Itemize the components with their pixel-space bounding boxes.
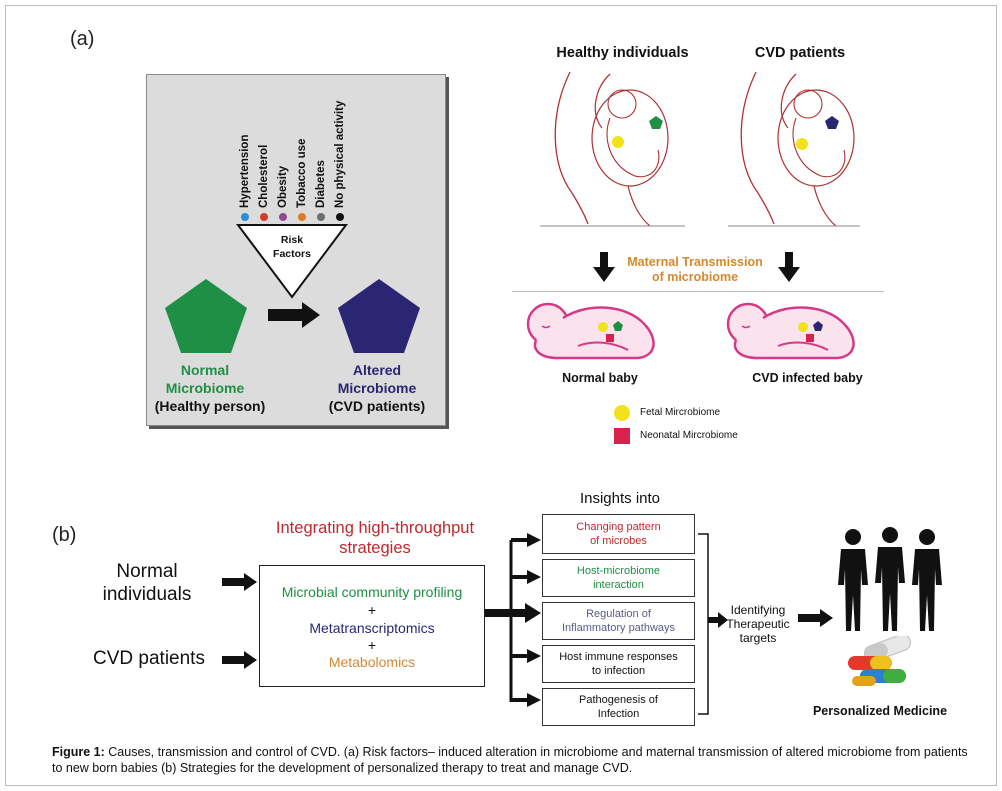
risk-dot-tobacco	[298, 213, 306, 221]
cvd-baby-neonatal-square	[806, 334, 814, 342]
risk-label-hypertension: Hypertension	[239, 134, 251, 209]
panel-a-label: (a)	[70, 28, 95, 50]
integrating-title-line2: strategies	[339, 539, 411, 557]
maternal-transmission-line2: of microbiome	[651, 270, 739, 284]
legend-neonatal-marker	[614, 428, 630, 444]
arrow-cvd-to-strategies	[222, 651, 257, 669]
normal-individuals-line2: individuals	[102, 584, 192, 605]
altered-microbiome-line1: Altered	[352, 362, 402, 378]
risk-dot-hypertension	[241, 213, 249, 221]
legend-fetal-marker	[614, 405, 630, 421]
strategy-metatranscriptomics: Metatranscriptomics	[309, 620, 435, 636]
normal-microbiome-line2: Microbiome	[165, 380, 245, 396]
cvd-patients-label: CVD patients	[93, 648, 205, 669]
insight-box-host-microbiome: Host-microbiome interaction	[542, 559, 695, 597]
normal-baby-label: Normal baby	[562, 371, 638, 385]
normal-microbiome-pentagon	[165, 279, 247, 353]
pregnant-cvd-illustration	[728, 71, 860, 227]
arrow-normal-to-strategies	[222, 573, 257, 591]
altered-microbiome-pentagon	[338, 279, 420, 353]
risk-label-no-activity: No physical activity	[334, 100, 346, 208]
legend-fetal-label: Fetal Mircrobiome	[640, 407, 721, 418]
normal-microbiome-line1: Normal	[180, 362, 230, 378]
normal-baby-illustration	[526, 302, 655, 360]
normal-microbiome-line3: (Healthy person)	[154, 398, 266, 414]
identifying-line1: Identifying	[730, 603, 786, 617]
risk-triangle-line2: Factors	[273, 248, 311, 260]
personalized-medicine-label: Personalized Medicine	[812, 704, 948, 718]
strategy-plus-2: +	[367, 637, 377, 653]
cvd-patients-title: CVD patients	[754, 45, 846, 61]
panel-b-label: (b)	[52, 524, 77, 546]
risk-dot-obesity	[279, 213, 287, 221]
insight-4-line1: Host immune responses	[559, 651, 678, 663]
normal-baby-fetal-dot	[598, 322, 608, 332]
insight-3-line2: Inflammatory pathways	[561, 622, 676, 634]
cvd-baby-pentagon	[813, 321, 823, 331]
figure-caption-label: Figure 1:	[52, 745, 105, 759]
strategy-plus-1: +	[367, 602, 377, 618]
identifying-line2: Therapeutic	[726, 617, 790, 631]
healthy-individuals-title: Healthy individuals	[556, 45, 689, 61]
insight-box-pathogenesis: Pathogenesis of Infection	[542, 688, 695, 726]
healthy-microbiome-pentagon-small	[649, 116, 663, 129]
risk-triangle-line1: Risk	[280, 234, 304, 246]
insight-box-inflammatory: Regulation of Inflammatory pathways	[542, 602, 695, 640]
insight-2-line1: Host-microbiome	[576, 565, 661, 577]
down-arrow-right	[778, 252, 800, 282]
arrow-to-personalized	[798, 609, 833, 627]
cvd-baby-illustration	[726, 302, 855, 360]
altered-microbiome-line2: Microbiome	[337, 380, 417, 396]
insight-box-immune: Host immune responses to infection	[542, 645, 695, 683]
insight-1-line1: Changing pattern	[576, 521, 661, 533]
risk-dot-diabetes	[317, 213, 325, 221]
maternal-transmission-line1: Maternal Transmission	[627, 255, 763, 269]
cvd-baby-fetal-dot	[798, 322, 808, 332]
insights-bracket	[698, 533, 728, 715]
insight-2-line2: interaction	[593, 579, 644, 591]
integrating-title-line1: Integrating high-throughput	[275, 519, 475, 537]
strategy-metabolomics: Metabolomics	[328, 654, 416, 670]
strategy-profiling: Microbial community profiling	[281, 584, 463, 600]
normal-baby-pentagon	[613, 321, 623, 331]
risk-label-cholesterol: Cholesterol	[258, 144, 270, 208]
risk-dot-cholesterol	[260, 213, 268, 221]
insight-3-line1: Regulation of	[586, 608, 651, 620]
insight-5-line2: Infection	[597, 708, 640, 720]
fetal-microbiome-dot-cvd	[796, 138, 808, 150]
alteration-arrow	[268, 302, 320, 328]
pregnant-healthy-illustration	[540, 71, 685, 227]
altered-microbiome-line3: (CVD patients)	[328, 398, 426, 414]
legend-neonatal-label: Neonatal Mircrobiome	[640, 430, 738, 441]
normal-baby-neonatal-square	[606, 334, 614, 342]
cvd-microbiome-pentagon-small	[825, 116, 839, 129]
insights-connector	[485, 533, 541, 707]
insight-box-changing-pattern: Changing pattern of microbes	[542, 514, 695, 554]
risk-factors-triangle	[236, 224, 348, 299]
identifying-line3: targets	[739, 631, 777, 645]
risk-dot-no-activity	[336, 213, 344, 221]
insight-5-line1: Pathogenesis of	[579, 694, 658, 706]
normal-individuals-line1: Normal	[116, 561, 178, 582]
fetal-microbiome-dot-healthy	[612, 136, 624, 148]
cvd-baby-label: CVD infected baby	[752, 371, 863, 385]
risk-label-diabetes: Diabetes	[315, 160, 327, 208]
down-arrow-left	[593, 252, 615, 282]
figure-caption-text: Causes, transmission and control of CVD.…	[52, 745, 968, 775]
insight-4-line2: to infection	[591, 665, 646, 677]
human-silhouettes-illustration	[838, 527, 942, 631]
pills-illustration	[848, 636, 911, 686]
babies-divider	[512, 291, 884, 292]
insight-1-line2: of microbes	[590, 535, 647, 547]
figure-caption: Figure 1: Causes, transmission and contr…	[52, 744, 972, 776]
risk-label-tobacco: Tobacco use	[296, 138, 308, 208]
strategies-box	[259, 565, 485, 687]
risk-label-obesity: Obesity	[277, 165, 289, 208]
insights-title: Insights into	[579, 490, 661, 507]
